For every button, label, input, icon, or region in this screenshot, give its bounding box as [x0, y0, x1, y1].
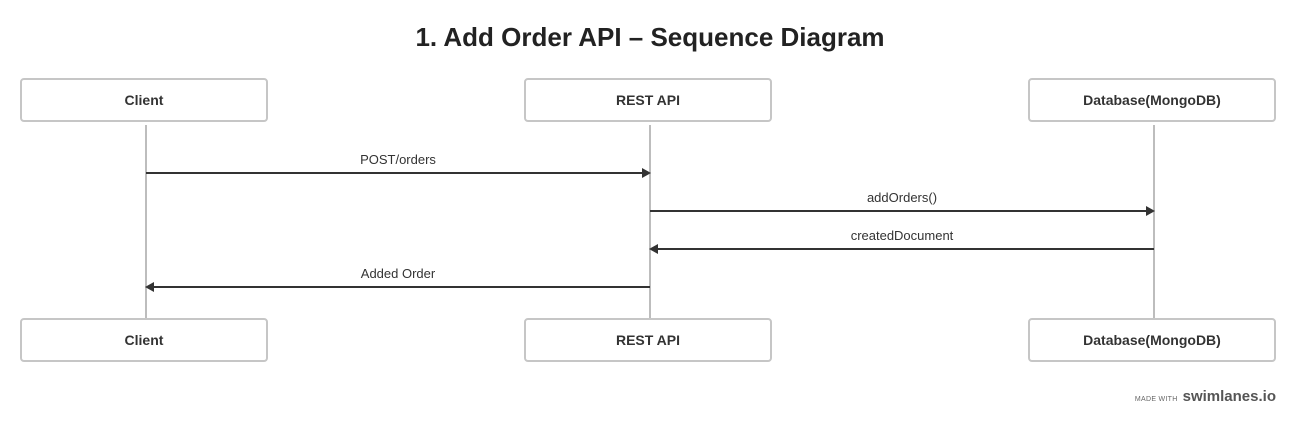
made-with-label: MADE WITH — [1134, 396, 1178, 403]
actor-rest-api-top: REST API — [524, 78, 772, 122]
lifeline-client — [145, 125, 147, 319]
brand-link[interactable]: swimlanes.io — [1182, 388, 1276, 405]
actor-client-bottom: Client — [20, 318, 268, 362]
actor-rest-api-bottom: REST API — [524, 318, 772, 362]
message-arrow-created-document — [658, 248, 1154, 250]
arrowhead-left-icon — [145, 282, 154, 292]
diagram-title: 1. Add Order API – Sequence Diagram — [415, 22, 885, 52]
actor-database-top: Database(MongoDB) — [1028, 78, 1276, 122]
lifeline-rest-api — [649, 125, 651, 319]
message-arrow-add-orders — [650, 210, 1146, 212]
lifeline-database — [1153, 125, 1155, 319]
arrowhead-right-icon — [1146, 206, 1155, 216]
message-label-post-orders: POST/orders — [360, 152, 436, 167]
message-arrow-added-order — [154, 286, 650, 288]
actor-database-bottom: Database(MongoDB) — [1028, 318, 1276, 362]
message-label-added-order: Added Order — [360, 266, 436, 281]
message-arrow-post-orders — [146, 172, 642, 174]
message-label-add-orders: addOrders() — [866, 190, 938, 205]
arrowhead-right-icon — [642, 168, 651, 178]
arrowhead-left-icon — [649, 244, 658, 254]
footer-branding[interactable]: MADE WITH swimlanes.io — [1135, 388, 1276, 405]
actor-client-top: Client — [20, 78, 268, 122]
message-label-created-document: createdDocument — [850, 228, 954, 243]
